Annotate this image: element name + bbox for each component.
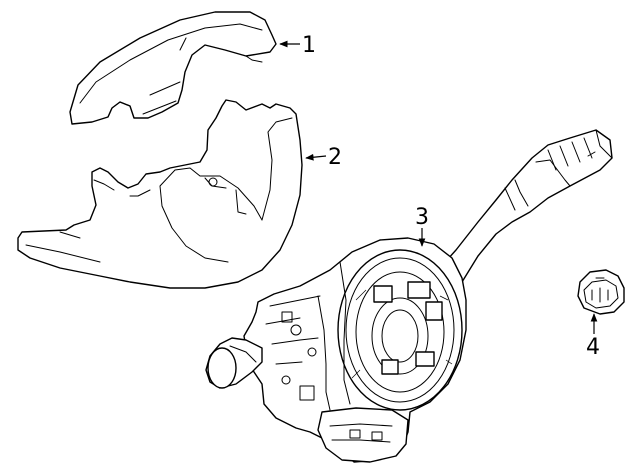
callout-2-label: 2 (328, 145, 342, 170)
upper-column-shroud (69, 11, 277, 125)
callout-leaders (279, 40, 598, 334)
lower-column-shroud (17, 99, 303, 289)
small-connector (577, 269, 625, 315)
callout-4-label: 4 (586, 335, 600, 360)
callout-3-label: 3 (415, 205, 429, 230)
callout-1-label: 1 (302, 33, 316, 58)
combination-switch-assembly (205, 129, 613, 463)
callout-2-leader (305, 153, 327, 161)
